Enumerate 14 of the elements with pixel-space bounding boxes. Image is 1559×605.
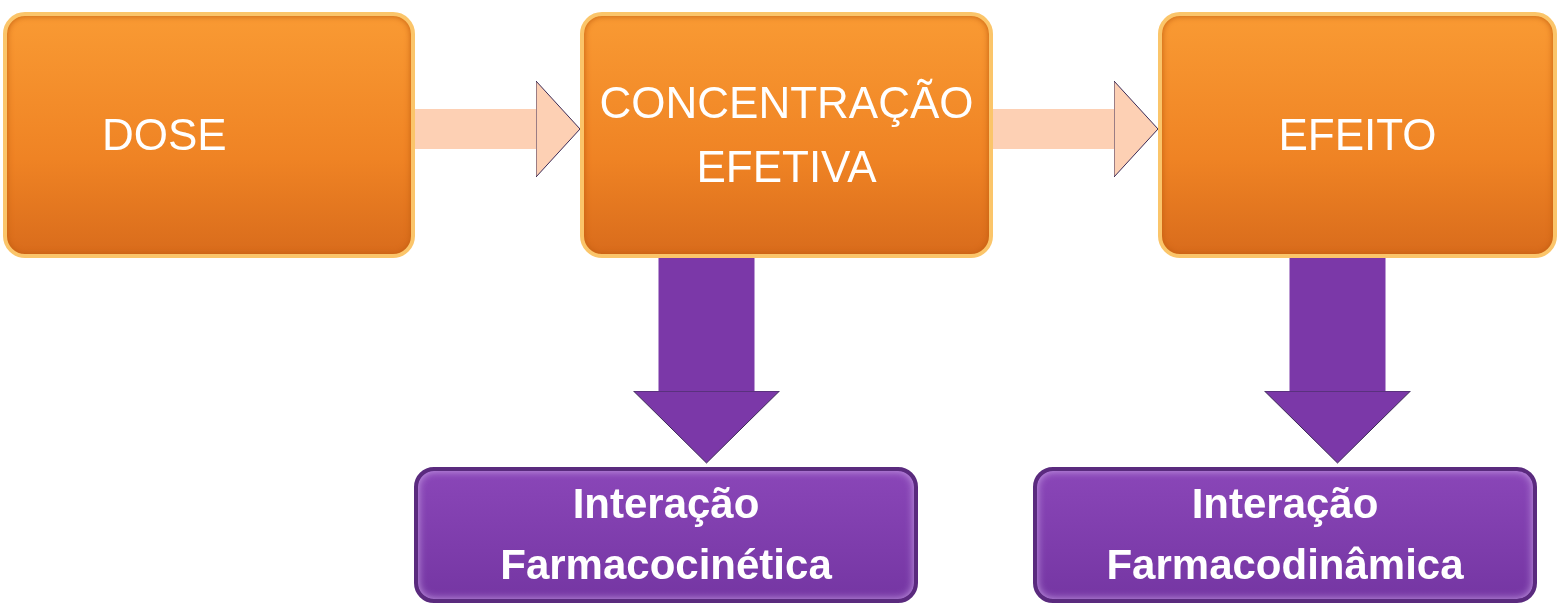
process-box <box>3 12 415 258</box>
block-arrow <box>993 80 1159 178</box>
process-box <box>580 12 993 258</box>
box-label: Interação Farmacocinética <box>499 479 833 590</box>
block-arrow <box>1264 258 1411 464</box>
box-label: EFEITO <box>1277 109 1438 162</box>
result-box <box>1033 467 1537 603</box>
block-arrow <box>633 258 780 464</box>
block-arrow <box>415 80 581 178</box>
process-box <box>1158 12 1557 258</box>
box-label: DOSE <box>102 109 227 162</box>
result-box <box>414 467 918 603</box>
box-label: CONCENTRAÇÃO EFETIVA <box>598 77 975 193</box>
box-label: Interação Farmacodinâmica <box>1105 479 1465 590</box>
